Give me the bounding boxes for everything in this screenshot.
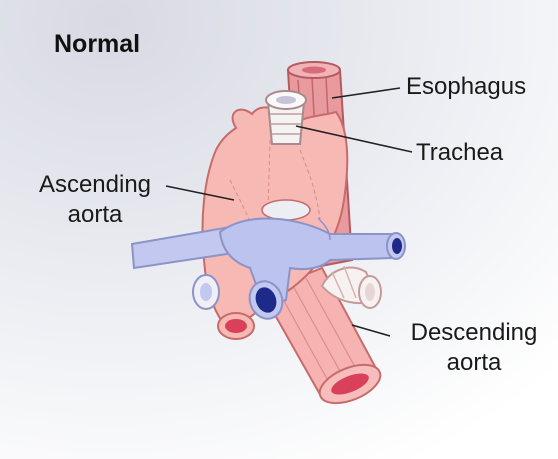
trachea-label-text: Trachea <box>416 138 503 168</box>
aortic-root-opening <box>218 313 254 339</box>
esophagus-label: Esophagus <box>406 72 526 102</box>
ascending-aorta-label: Ascending aorta <box>24 170 166 230</box>
descending-aorta-label-line2: aorta <box>396 348 552 378</box>
ascending-aorta-label-line1: Ascending <box>24 170 166 200</box>
trachea-label: Trachea <box>416 138 503 168</box>
esophagus-label-text: Esophagus <box>406 72 526 102</box>
trachea-illustration <box>266 91 306 144</box>
descending-aorta-label-line1: Descending <box>396 318 552 348</box>
ascending-aorta-label-line2: aorta <box>24 200 166 230</box>
descending-aorta-label: Descending aorta <box>396 318 552 378</box>
diagram-title: Normal <box>54 30 140 59</box>
